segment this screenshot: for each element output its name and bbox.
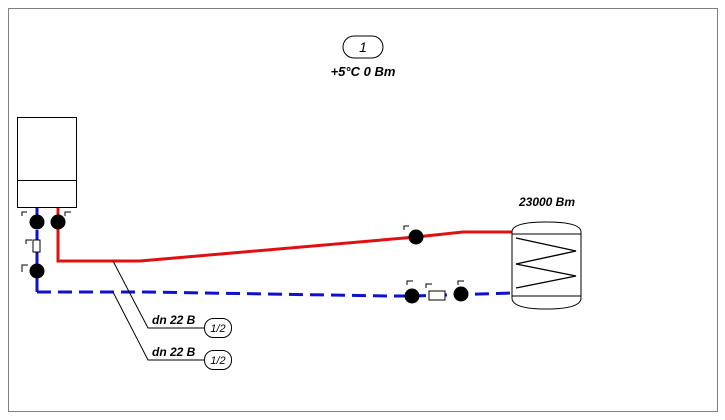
zone-number-badge	[342, 35, 384, 59]
pipe-fraction-badge	[204, 318, 232, 338]
pipe-leaders	[112, 260, 204, 361]
filter-icon	[32, 239, 41, 253]
zone-number: 1	[359, 39, 367, 55]
storage-tank: 23000 Bm	[511, 195, 582, 310]
return-tank-valve-icon	[453, 286, 469, 302]
pipe-size: dn 22 B	[152, 313, 196, 327]
return-filter-icon	[428, 290, 446, 301]
pipe-fraction-badge	[204, 350, 232, 370]
pipe-fraction: 1/2	[210, 323, 225, 335]
return-shutoff-valve-icon	[404, 288, 420, 304]
boiler-supply-pipe	[56, 208, 140, 263]
pipe-label-return: dn 22 B 1/2	[152, 345, 232, 370]
pipe-fraction: 1/2	[210, 355, 225, 367]
return-valve-icon	[29, 214, 45, 230]
tank-supply-valve	[403, 225, 424, 245]
supply-line	[139, 230, 512, 263]
zone-marker: 1 +5°C 0 Bm	[331, 35, 396, 79]
boiler	[17, 117, 77, 208]
return-lower-valve-icon	[29, 263, 45, 279]
supply-valve-icon	[50, 214, 66, 230]
supply-shutoff-valve-icon	[408, 229, 424, 245]
boiler-body	[17, 117, 77, 208]
tank-body	[511, 221, 582, 310]
zone-condition: +5°C 0 Bm	[331, 64, 396, 79]
pipe-size: dn 22 B	[152, 345, 196, 359]
tank-return-valves	[404, 280, 469, 304]
return-line	[37, 290, 412, 298]
heating-coil-icon	[515, 237, 577, 289]
pipe-label-supply: dn 22 B 1/2	[152, 313, 232, 338]
drawing-frame	[8, 8, 718, 412]
boiler-valves	[21, 211, 71, 279]
tank-power: 23000 Bm	[518, 195, 575, 209]
